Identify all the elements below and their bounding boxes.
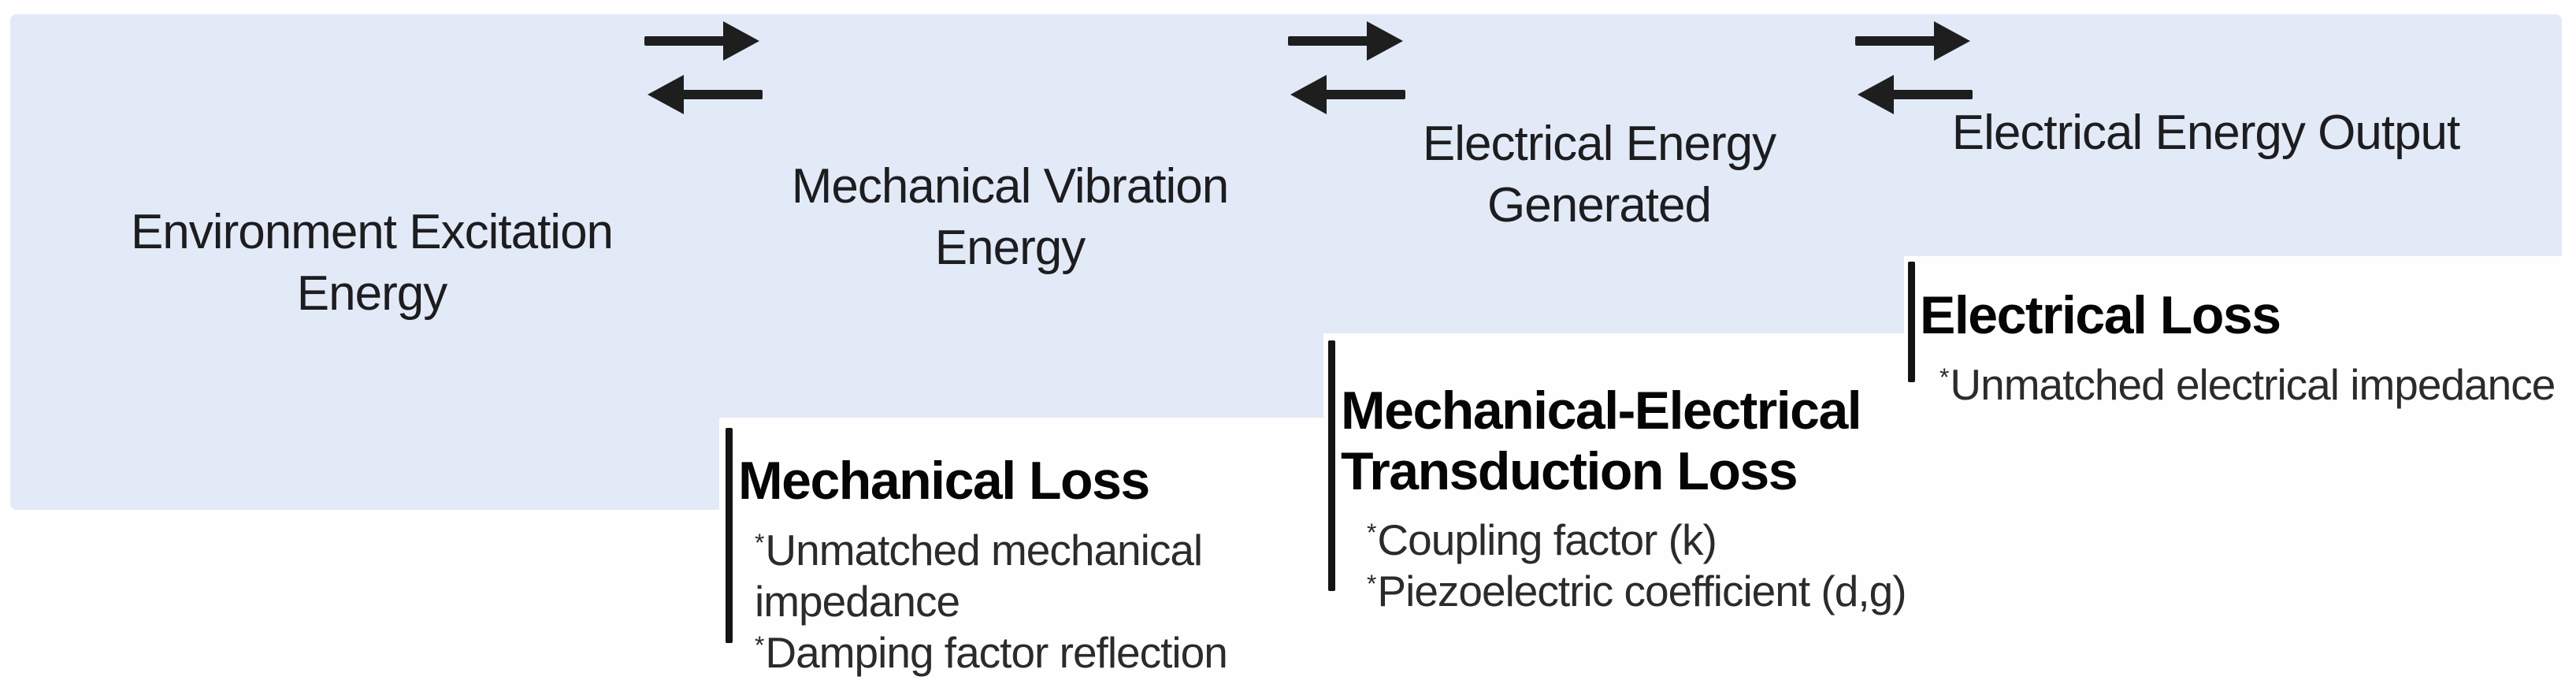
transduction-loss-bullets: *Coupling factor (k)*Piezoelectric coeff…: [1367, 515, 1907, 615]
mechanical-loss-title: Mechanical Loss: [738, 451, 1150, 511]
electrical-loss-marker-bar: [1908, 262, 1915, 382]
arrow-head: [1290, 75, 1327, 114]
arrow-shaft: [1855, 36, 1939, 46]
return-arrow-icon: [648, 75, 763, 114]
electrical-loss-bullets: *Unmatched electrical impedance: [1939, 360, 2556, 409]
arrow-shaft: [644, 36, 728, 46]
arrow-head: [1934, 21, 1970, 61]
arrow-head: [1367, 21, 1403, 61]
arrow-shaft: [1322, 90, 1405, 99]
electrical-loss-panel: [1904, 256, 2576, 699]
forward-arrow-icon: [1288, 21, 1403, 61]
arrow-head: [723, 21, 759, 61]
mechanical-loss-panel: [719, 418, 1323, 699]
transduction-loss-panel: [1323, 333, 1904, 699]
forward-arrow-icon: [1855, 21, 1970, 61]
mechanical-loss-marker-bar: [726, 428, 733, 643]
electrical-loss-title: Electrical Loss: [1920, 285, 2281, 345]
return-arrow-icon: [1290, 75, 1405, 114]
forward-arrow-icon: [644, 21, 759, 61]
arrow-shaft: [679, 90, 763, 99]
arrow-head: [1858, 75, 1894, 114]
arrow-shaft: [1889, 90, 1973, 99]
stage-label-electrical-energy-output: Electrical Energy Output: [1951, 106, 2461, 160]
arrow-shaft: [1288, 36, 1372, 46]
arrow-head: [648, 75, 684, 114]
transduction-loss-marker-bar: [1328, 340, 1335, 591]
return-arrow-icon: [1858, 75, 1973, 114]
